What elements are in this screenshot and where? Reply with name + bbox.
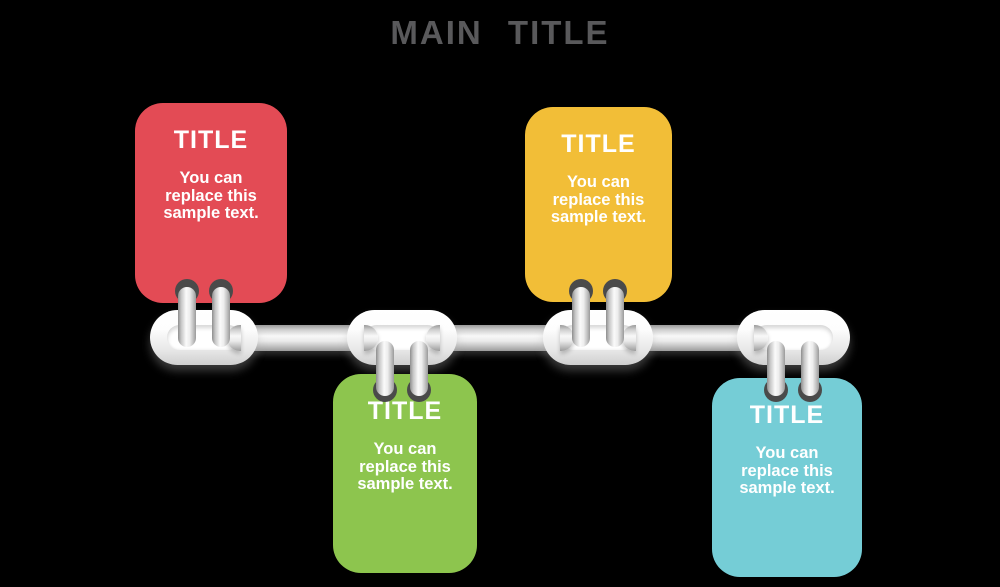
card-body-line: sample text. [357, 475, 453, 493]
item-card-1: TITLE You can replace this sample text. [135, 103, 287, 303]
card-body-line: You can [179, 169, 243, 187]
card-body-line: replace this [741, 461, 833, 480]
item-card-3: TITLE You can replace this sample text. [525, 107, 672, 302]
card-body-line: sample text. [739, 479, 835, 497]
card-title: TITLE [173, 126, 249, 154]
ring-tube [376, 341, 394, 396]
card-body-line: replace this [552, 190, 645, 209]
card-body-line: sample text. [550, 208, 647, 226]
card-title: TITLE [561, 130, 636, 158]
card-body: You can replace this sample text. [712, 444, 862, 498]
ring-tube [606, 287, 624, 347]
chain-link [150, 310, 258, 365]
ring-tube [572, 287, 590, 347]
card-body-line: replace this [359, 457, 451, 476]
chain-bar [250, 325, 355, 351]
chain-bar-end [754, 325, 768, 351]
card-body: You can replace this sample text. [135, 169, 287, 223]
card-body: You can replace this sample text. [333, 440, 477, 494]
ring-tube [212, 287, 230, 347]
card-body-line: You can [373, 440, 437, 458]
card-body-line: replace this [165, 186, 257, 205]
ring-tube [178, 287, 196, 347]
item-card-4: TITLE You can replace this sample text. [712, 378, 862, 577]
chain-bar-end [426, 325, 440, 351]
chain-bar-end [622, 325, 636, 351]
ring-tube [801, 341, 819, 396]
card-title: TITLE [749, 401, 825, 429]
chain-bar [645, 325, 745, 351]
ring-tube [767, 341, 785, 396]
item-card-2: TITLE You can replace this sample text. [333, 374, 477, 573]
chain-bar-end [364, 325, 378, 351]
chain-bar-end [227, 325, 241, 351]
chain-bar [449, 325, 551, 351]
main-title: MAIN TITLE [390, 14, 610, 51]
ring-tube [410, 341, 428, 396]
card-body-line: You can [567, 173, 630, 191]
card-body: You can replace this sample text. [525, 173, 672, 227]
card-body-line: You can [755, 444, 819, 462]
chain-bar-end [560, 325, 574, 351]
card-body-line: sample text. [163, 204, 259, 222]
card-title: TITLE [367, 397, 443, 425]
